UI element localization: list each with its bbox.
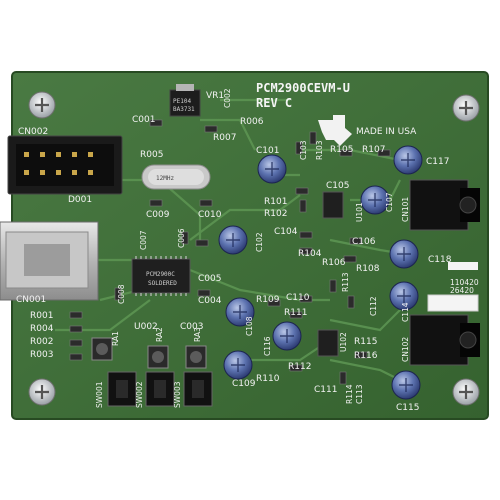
ref-label: R109 xyxy=(256,295,280,305)
u102-ic xyxy=(317,329,339,357)
ref-label: C106 xyxy=(352,237,376,247)
ref-label: C010 xyxy=(198,210,222,220)
ref-label: C116 xyxy=(263,336,272,356)
made-in-label: MADE IN USA xyxy=(356,127,417,137)
u101-ic xyxy=(322,191,344,219)
ref-label: R006 xyxy=(240,117,264,127)
crystal-marking: 12MHz xyxy=(156,175,174,182)
header-pins xyxy=(24,152,93,175)
ref-label: C004 xyxy=(198,296,222,306)
ref-label: C009 xyxy=(146,210,170,220)
ref-label: RA3 xyxy=(193,327,202,342)
trimmer-ra2 xyxy=(147,345,169,369)
ref-label: U101 xyxy=(355,202,364,222)
ref-label: R111 xyxy=(284,308,307,318)
trimmer-ra1 xyxy=(91,337,113,361)
ref-label: R002 xyxy=(30,337,53,347)
ref-label: U102 xyxy=(339,332,348,352)
ref-label: R105 xyxy=(330,145,353,155)
ref-label: R003 xyxy=(30,350,53,360)
mounting-screw xyxy=(452,94,480,122)
ref-label: C003 xyxy=(180,322,203,332)
board-revision: REV C xyxy=(256,96,292,110)
ref-label: C102 xyxy=(255,232,264,252)
ref-label: D001 xyxy=(68,195,92,205)
vr1-regulator xyxy=(169,89,201,117)
ref-label: VR1 xyxy=(206,91,224,101)
fab-code-bottom: 26420 xyxy=(450,286,474,295)
ref-label: C110 xyxy=(286,293,310,303)
ref-label: SW002 xyxy=(135,381,144,408)
ref-label: R104 xyxy=(298,249,322,259)
mounting-screw xyxy=(28,378,56,406)
codec-marking-2: SOLDERED xyxy=(148,280,177,287)
mounting-screw xyxy=(28,91,56,119)
ref-label: C118 xyxy=(428,255,452,265)
ref-label: C103 xyxy=(299,140,308,160)
mounting-screw xyxy=(452,378,480,406)
ref-label: CN102 xyxy=(401,337,410,362)
trimmer-ra3 xyxy=(185,345,207,369)
ref-label: C002 xyxy=(223,88,232,108)
ref-label: C114 xyxy=(401,302,410,322)
ref-label: SW001 xyxy=(95,381,104,408)
ref-label: R116 xyxy=(354,351,378,361)
label-box xyxy=(427,294,479,312)
ref-label: CN002 xyxy=(18,127,48,137)
ref-label: R107 xyxy=(362,145,385,155)
ref-label: C006 xyxy=(177,228,186,248)
ref-label: U002 xyxy=(134,322,158,332)
ref-label: R114 xyxy=(345,384,354,404)
ref-label: C101 xyxy=(256,146,279,156)
ref-label: R001 xyxy=(30,311,53,321)
ref-label: C109 xyxy=(232,379,256,389)
ref-label: C108 xyxy=(245,316,254,336)
ref-label: R005 xyxy=(140,150,163,160)
ref-label: R103 xyxy=(315,140,324,160)
ref-label: C112 xyxy=(369,296,378,316)
ref-label: CN001 xyxy=(16,295,46,305)
vr1-marking-1: PE104 xyxy=(173,98,191,105)
audio-jack-cn102 xyxy=(409,314,480,366)
ref-label: C115 xyxy=(396,403,419,413)
label-box xyxy=(448,262,478,270)
ref-label: R113 xyxy=(341,272,350,292)
ref-label: C104 xyxy=(274,227,298,237)
switch-sw002 xyxy=(145,371,175,407)
ref-label: C105 xyxy=(326,181,349,191)
ref-label: C111 xyxy=(314,385,337,395)
board-title: PCM2900CEVM-U xyxy=(256,81,350,95)
ref-label: C005 xyxy=(198,274,221,284)
ref-label: C007 xyxy=(139,230,148,250)
ref-label: R004 xyxy=(30,324,54,334)
switch-sw003 xyxy=(183,371,213,407)
ref-label: R110 xyxy=(256,374,280,384)
codec-marking-1: PCM2900C xyxy=(146,271,175,278)
ref-label: RA2 xyxy=(155,327,164,342)
ref-label: CN101 xyxy=(401,197,410,222)
ref-label: C008 xyxy=(117,284,126,304)
ref-label: C107 xyxy=(385,192,394,212)
switch-sw001 xyxy=(107,371,137,407)
silkscreen-labels: VR1 C002 C001 R006 R007 CN002 R005 D001 … xyxy=(16,88,452,413)
ref-label: R007 xyxy=(213,133,236,143)
ref-label: C001 xyxy=(132,115,155,125)
ref-label: R112 xyxy=(288,362,311,372)
fab-code-top: 110420 xyxy=(450,278,479,287)
ref-label: SW003 xyxy=(173,381,182,408)
ref-label: RA1 xyxy=(111,331,120,346)
ref-label: R102 xyxy=(264,209,287,219)
ref-label: R108 xyxy=(356,264,380,274)
ref-label: R115 xyxy=(354,337,377,347)
ref-label: R101 xyxy=(264,197,287,207)
smd-passives xyxy=(69,119,391,385)
ti-logo-icon xyxy=(318,115,352,146)
ref-label: C117 xyxy=(426,157,449,167)
audio-jack-cn101 xyxy=(409,179,480,231)
ref-label: C113 xyxy=(355,384,364,404)
vr1-marking-2: BA3731 xyxy=(173,106,195,113)
ref-label: R106 xyxy=(322,258,346,268)
